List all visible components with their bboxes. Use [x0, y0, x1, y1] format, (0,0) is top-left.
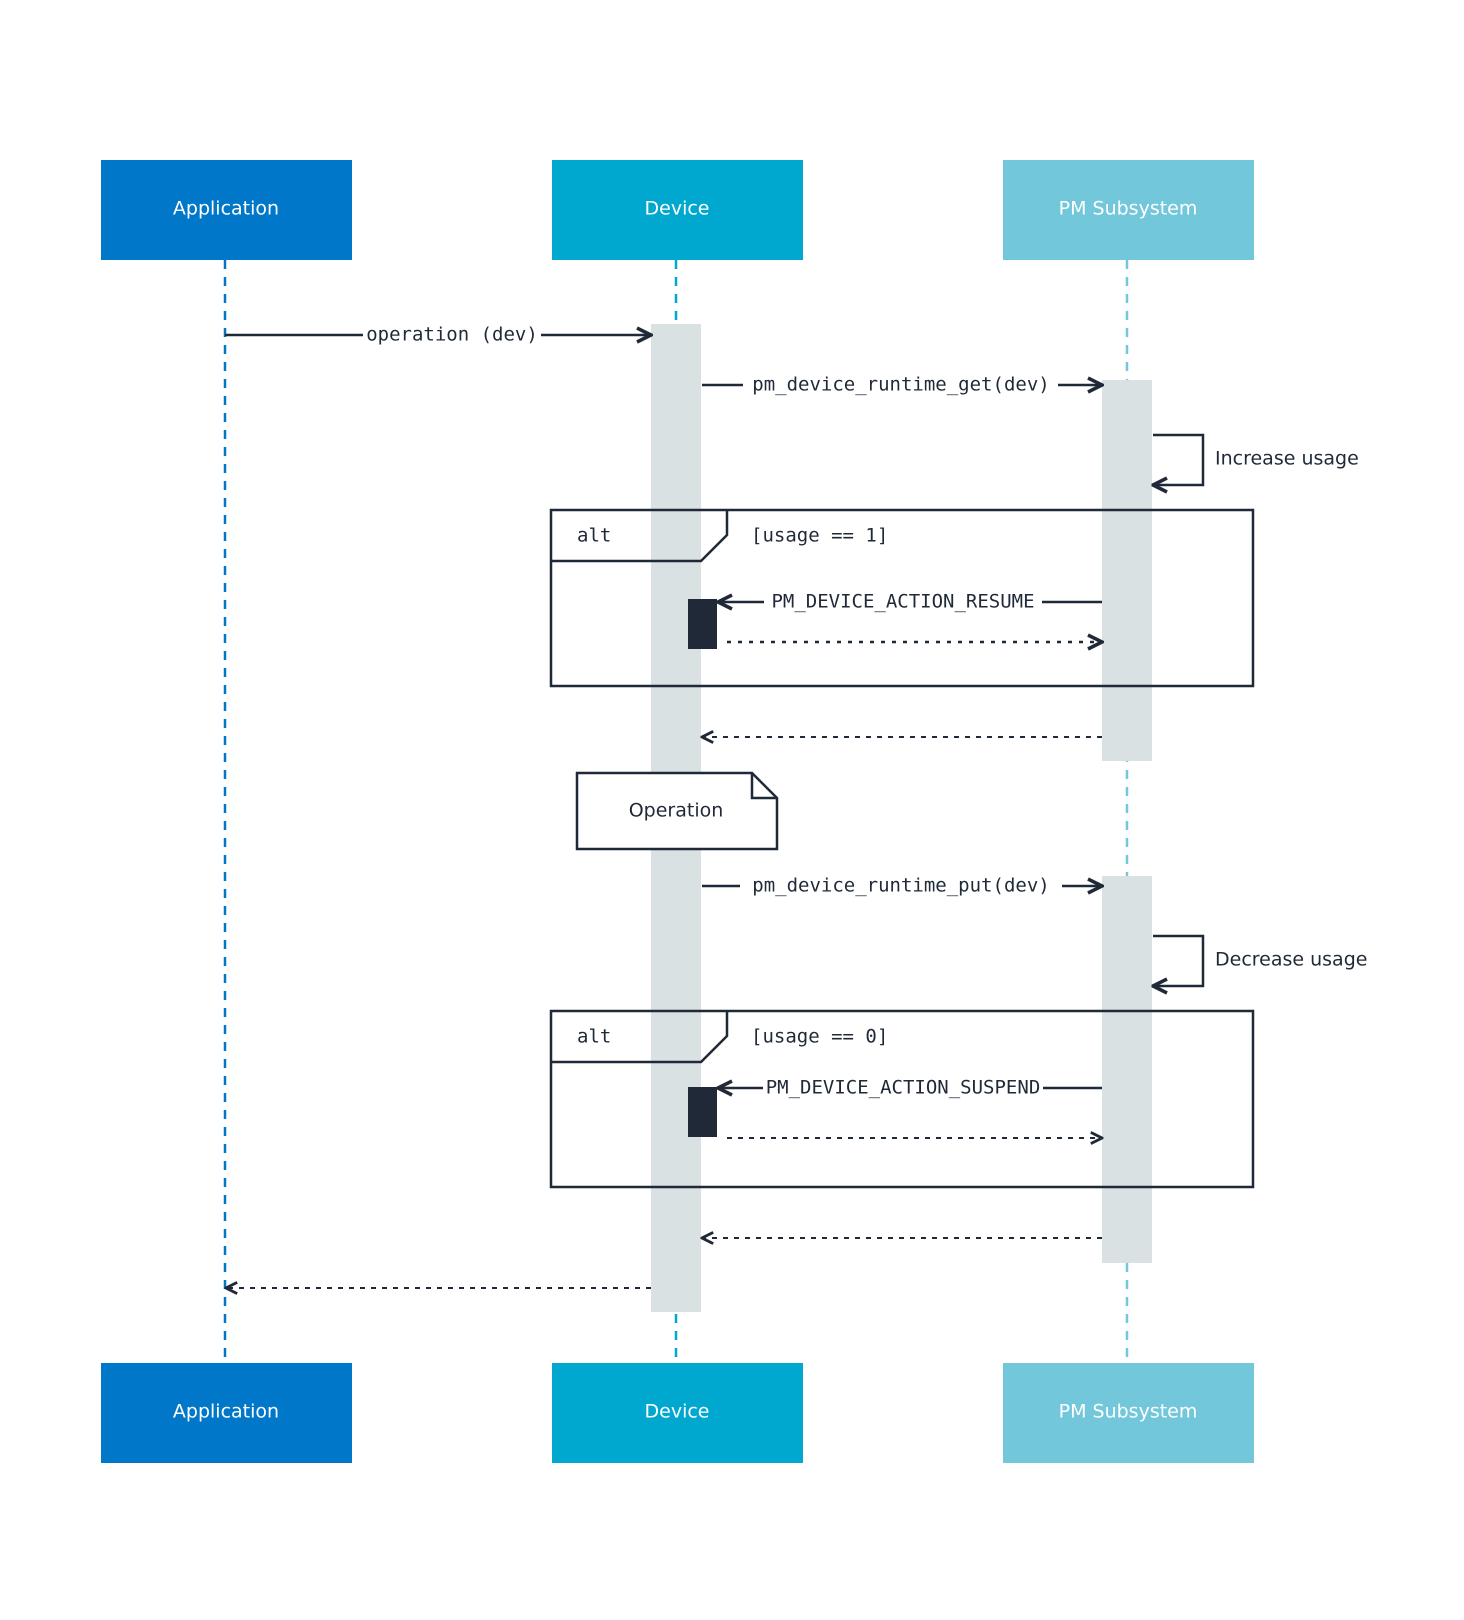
participant-label: Device [645, 198, 710, 220]
note-text: Operation [629, 800, 724, 822]
self-message-label: Decrease usage [1215, 949, 1367, 971]
execution-suspend [688, 1087, 717, 1137]
execution-resume [688, 599, 717, 649]
message-resume: PM_DEVICE_ACTION_RESUME [718, 591, 1102, 613]
participant-label: Application [173, 1401, 279, 1423]
message-label: operation (dev) [366, 324, 538, 346]
message-operation: operation (dev) [225, 324, 651, 346]
self-message-increase-usage: Increase usage [1153, 433, 1359, 485]
participant-pm-subsystem-top: PM Subsystem [1003, 160, 1254, 260]
fragment-keyword: alt [577, 525, 611, 547]
fragment-keyword: alt [577, 1026, 611, 1048]
participant-label: PM Subsystem [1059, 198, 1198, 220]
message-label: pm_device_runtime_get(dev) [752, 374, 1049, 396]
note-operation: Operation [575, 771, 779, 851]
participant-label: Device [645, 1401, 710, 1423]
participant-device-top: Device [552, 160, 803, 260]
activation-pm-1 [1102, 380, 1152, 761]
message-runtime-get: pm_device_runtime_get(dev) [702, 374, 1102, 396]
fragment-guard: [usage == 0] [751, 1026, 888, 1048]
alt-fragment-2: alt [usage == 0] [549, 1009, 1255, 1189]
participant-label: Application [173, 198, 279, 220]
participant-device-bottom: Device [552, 1363, 803, 1463]
participant-application-bottom: Application [101, 1363, 352, 1463]
self-message-decrease-usage: Decrease usage [1153, 934, 1367, 986]
message-label: PM_DEVICE_ACTION_SUSPEND [766, 1077, 1041, 1099]
self-message-label: Increase usage [1215, 448, 1359, 470]
activation-pm-2 [1102, 876, 1152, 1263]
message-label: PM_DEVICE_ACTION_RESUME [771, 591, 1034, 613]
message-label: pm_device_runtime_put(dev) [752, 875, 1049, 897]
alt-fragment-1: alt [usage == 1] [549, 508, 1255, 688]
participant-label: PM Subsystem [1059, 1401, 1198, 1423]
participant-pm-subsystem-bottom: PM Subsystem [1003, 1363, 1254, 1463]
message-suspend: PM_DEVICE_ACTION_SUSPEND [718, 1077, 1102, 1099]
fragment-guard: [usage == 1] [751, 525, 888, 547]
participant-application-top: Application [101, 160, 352, 260]
message-runtime-put: pm_device_runtime_put(dev) [702, 875, 1102, 897]
